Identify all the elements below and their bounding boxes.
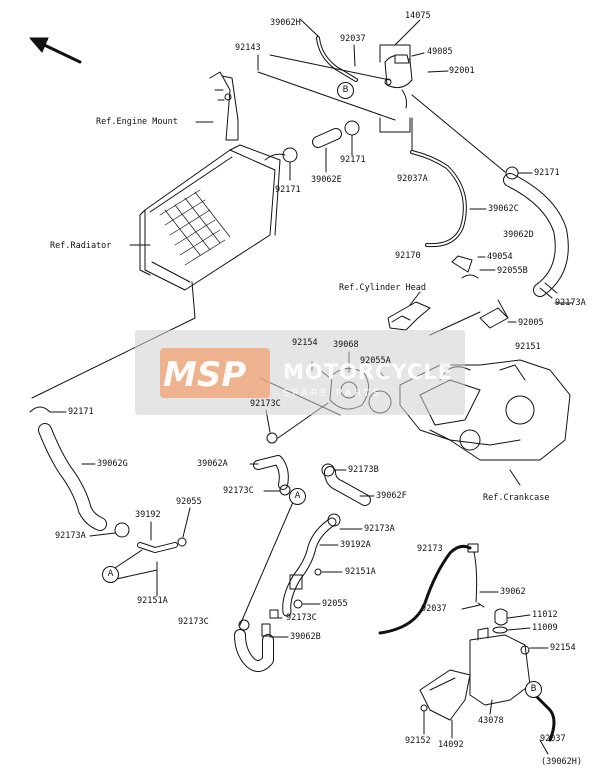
cylinder-head-ref (387, 291, 481, 336)
label-92173B[interactable]: 92173B (348, 465, 379, 475)
label-92037-top[interactable]: 92037 (340, 34, 366, 44)
label-49054[interactable]: 49054 (487, 252, 513, 262)
label-92173C-b[interactable]: 92173C (223, 486, 254, 496)
label-11009[interactable]: 11009 (532, 623, 558, 633)
label-ref-engine-mount[interactable]: Ref.Engine Mount (96, 117, 178, 127)
hose-39062 (378, 544, 472, 635)
label-92173C-a[interactable]: 92173C (250, 399, 281, 409)
label-92154-a[interactable]: 92154 (292, 338, 318, 348)
marker-b-bottom[interactable]: B (525, 681, 542, 698)
label-92173[interactable]: 92173 (417, 544, 443, 554)
label-92171-c[interactable]: 92171 (534, 168, 560, 178)
label-92037A[interactable]: 92037A (397, 174, 428, 184)
label-92173A-c[interactable]: 92173A (364, 524, 395, 534)
label-ref-crankcase[interactable]: Ref.Crankcase (483, 493, 550, 503)
filler-cap-49054 (451, 255, 473, 273)
label-92154-b[interactable]: 92154 (550, 643, 576, 653)
hose-39062C (410, 150, 467, 248)
label-92171-d[interactable]: 92171 (68, 407, 94, 417)
label-39062H-ref[interactable]: (39062H) (541, 757, 582, 767)
label-39062D[interactable]: 39062D (503, 230, 534, 240)
label-92171-a[interactable]: 92171 (340, 155, 366, 165)
label-92037-bot[interactable]: 92037 (540, 734, 566, 744)
thermostat-housing (379, 44, 413, 133)
label-ref-radiator[interactable]: Ref.Radiator (50, 241, 112, 251)
label-92152[interactable]: 92152 (405, 736, 431, 746)
label-92173C-c[interactable]: 92173C (178, 617, 209, 627)
label-92055-a[interactable]: 92055 (176, 497, 202, 507)
label-39062E[interactable]: 39062E (311, 175, 342, 185)
label-14075[interactable]: 14075 (405, 11, 431, 21)
label-39062H[interactable]: 39062H (270, 18, 301, 28)
label-92173A-a[interactable]: 92173A (555, 298, 586, 308)
watermark-logo: MSP (163, 355, 247, 395)
label-92173A-b[interactable]: 92173A (55, 531, 86, 541)
label-92055-b[interactable]: 92055 (322, 599, 348, 609)
marker-a-center[interactable]: A (289, 488, 306, 505)
marker-b-top[interactable]: B (337, 82, 354, 99)
label-92171-b[interactable]: 92171 (275, 185, 301, 195)
reservoir-tank (469, 608, 549, 715)
label-39062B[interactable]: 39062B (290, 632, 321, 642)
hose-39062H (316, 36, 358, 82)
label-92001[interactable]: 92001 (449, 66, 475, 76)
label-92151A-a[interactable]: 92151A (345, 567, 376, 577)
label-92055A[interactable]: 92055A (360, 356, 391, 366)
label-39062A[interactable]: 39062A (197, 459, 228, 469)
marker-a-left[interactable]: A (102, 566, 119, 583)
label-39062[interactable]: 39062 (500, 587, 526, 597)
front-arrow-icon (29, 37, 82, 64)
label-43078[interactable]: 43078 (478, 716, 504, 726)
label-39192A[interactable]: 39192A (340, 540, 371, 550)
label-39062C[interactable]: 39062C (488, 204, 519, 214)
label-49085[interactable]: 49085 (427, 47, 453, 57)
label-39192[interactable]: 39192 (135, 510, 161, 520)
label-92005[interactable]: 92005 (518, 318, 544, 328)
engine-mount-bracket (195, 71, 239, 141)
reservoir-bracket-14092 (419, 669, 471, 739)
watermark-name: MOTORCYCLE (283, 360, 454, 384)
label-92151[interactable]: 92151 (515, 342, 541, 352)
watermark-badge (160, 348, 270, 398)
label-39062F[interactable]: 39062F (376, 491, 407, 501)
label-92143[interactable]: 92143 (235, 43, 261, 53)
watermark-sub: SPARE PARTS (283, 388, 382, 399)
label-92170[interactable]: 92170 (395, 251, 421, 261)
label-92173C-d[interactable]: 92173C (286, 613, 317, 623)
label-11012[interactable]: 11012 (532, 610, 558, 620)
label-39068[interactable]: 39068 (333, 340, 359, 350)
label-ref-cylinder-head[interactable]: Ref.Cylinder Head (339, 283, 426, 293)
label-39062G[interactable]: 39062G (97, 459, 128, 469)
label-92151A-b[interactable]: 92151A (137, 596, 168, 606)
label-92037-mid[interactable]: 92037 (421, 604, 447, 614)
radiator (139, 144, 281, 291)
label-14092[interactable]: 14092 (438, 740, 464, 750)
label-92055B[interactable]: 92055B (497, 266, 528, 276)
